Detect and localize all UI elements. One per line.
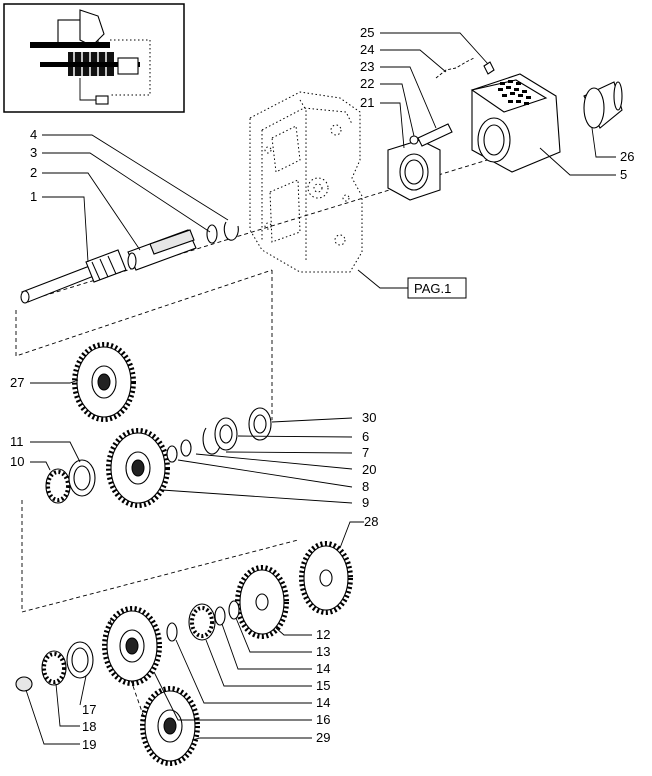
callout-14-lower: 14 [316, 695, 330, 710]
ring-14-upper [214, 606, 226, 626]
callout-20: 20 [362, 462, 376, 477]
gear-9 [106, 428, 170, 508]
callout-21: 21 [360, 95, 374, 110]
callout-13: 13 [316, 644, 330, 659]
callout-9: 9 [362, 495, 369, 510]
ring-3 [206, 224, 218, 244]
shaft-2 [127, 229, 197, 271]
page-reference-label: PAG.1 [414, 281, 451, 296]
plug-19 [15, 676, 33, 692]
bearing-30 [248, 407, 272, 441]
callout-12: 12 [316, 627, 330, 642]
washer-22 [409, 135, 419, 145]
ring-14-lower [166, 622, 178, 642]
gear-28 [299, 541, 353, 615]
cap-26 [583, 81, 623, 129]
ring-13 [228, 600, 240, 620]
callout-3: 3 [30, 145, 37, 160]
shaft-1 [20, 249, 127, 304]
bolt-23 [417, 123, 453, 147]
callout-23: 23 [360, 59, 374, 74]
ring-11 [68, 459, 96, 497]
callout-6: 6 [362, 429, 369, 444]
ring-17 [66, 641, 94, 679]
callout-10: 10 [10, 454, 24, 469]
page-reference-box [407, 277, 467, 299]
callout-25: 25 [360, 25, 374, 40]
callout-11: 11 [10, 434, 24, 449]
gear-12 [235, 565, 289, 639]
callout-5: 5 [620, 167, 627, 182]
pin-25 [483, 61, 495, 75]
bearing-15 [188, 603, 216, 641]
bearing-10 [45, 468, 71, 504]
callout-labels: 1 2 3 4 5 6 7 8 9 10 11 12 13 14 14 15 1… [10, 25, 634, 752]
callout-8: 8 [362, 479, 369, 494]
gear-27 [72, 342, 136, 422]
inset-thumbnail [3, 3, 185, 113]
gear-16 [102, 606, 162, 686]
gear-29 [140, 686, 200, 766]
gearbox-housing [249, 91, 363, 273]
callout-22: 22 [360, 76, 374, 91]
callout-29: 29 [316, 730, 330, 745]
callout-16: 16 [316, 712, 330, 727]
callout-28: 28 [364, 514, 378, 529]
callout-1: 1 [30, 189, 37, 204]
callout-27: 27 [10, 375, 24, 390]
chain-24 [435, 57, 475, 79]
callout-26: 26 [620, 149, 634, 164]
callout-24: 24 [360, 42, 374, 57]
callout-15: 15 [316, 678, 330, 693]
cover-5 [470, 73, 561, 173]
callout-4: 4 [30, 127, 37, 142]
ring-8 [166, 445, 178, 463]
callout-2: 2 [30, 165, 37, 180]
bearing-18 [41, 650, 67, 686]
flange-21 [387, 139, 441, 201]
callout-19: 19 [82, 737, 96, 752]
callout-17: 17 [82, 702, 96, 717]
leader-lines [25, 32, 616, 745]
ring-20 [180, 439, 192, 457]
callout-14-upper: 14 [316, 661, 330, 676]
callout-18: 18 [82, 719, 96, 734]
bearing-6 [214, 417, 238, 451]
callout-7: 7 [362, 445, 369, 460]
circlip-4 [223, 221, 239, 241]
callout-30: 30 [362, 410, 376, 425]
